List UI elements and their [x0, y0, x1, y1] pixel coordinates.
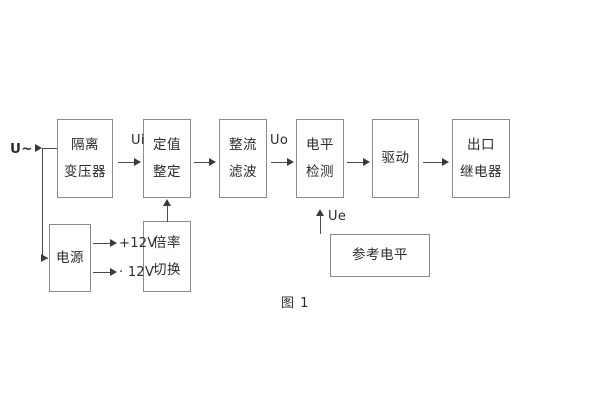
block-line: 电平 — [306, 136, 334, 153]
wire-branch-vertical — [42, 148, 43, 258]
wire-rail-negative — [93, 272, 111, 273]
wire-setting-to-rectify — [194, 162, 210, 163]
block-line: 定值 — [153, 136, 181, 153]
arrowhead-rail-positive — [110, 238, 117, 247]
block-drive: 驱动 — [372, 119, 419, 198]
arrowhead-rectify-to-level — [287, 157, 294, 166]
block-line: 滤波 — [229, 164, 257, 180]
arrowhead-multiplier-to-setting — [162, 199, 171, 206]
wire-rectify-to-level — [271, 162, 288, 163]
block-reference-level: 参考电平 — [330, 234, 430, 277]
block-line: 出口 — [467, 136, 495, 153]
block-multiplier-switch: 倍率 切换 — [143, 221, 191, 292]
signal-label-ui: Ui — [131, 133, 145, 148]
signal-label-ue: Ue — [328, 209, 347, 224]
wire-level-to-drive — [347, 162, 364, 163]
wire-drive-to-relay — [423, 162, 443, 163]
block-line: 电源 — [56, 249, 84, 266]
arrowhead-transformer-to-setting — [134, 157, 141, 166]
signal-label-uo: Uo — [270, 133, 289, 148]
block-output-relay: 出口 继电器 — [452, 119, 510, 198]
arrowhead-rail-negative — [110, 267, 117, 276]
block-line: 继电器 — [460, 164, 502, 180]
arrowhead-input-to-transformer — [35, 143, 42, 152]
arrowhead-reference-to-level — [315, 209, 324, 216]
block-line: 切换 — [153, 262, 181, 278]
block-line: 倍率 — [153, 234, 181, 251]
block-line: 整定 — [153, 164, 181, 180]
block-line: 检测 — [306, 164, 334, 180]
signal-label-rail-positive: +12V — [119, 236, 157, 251]
signal-label-input-source: U~ — [10, 141, 33, 157]
wire-multiplier-to-setting — [167, 205, 168, 222]
block-isolation-transformer: 隔离 变压器 — [57, 119, 113, 198]
block-power-supply: 电源 — [49, 224, 91, 292]
block-level-detect: 电平 检测 — [296, 119, 344, 198]
arrowhead-branch-to-power — [41, 253, 48, 262]
block-setting-value: 定值 整定 — [143, 119, 191, 198]
signal-label-rail-negative: · 12V — [119, 265, 155, 280]
block-line: 参考电平 — [352, 247, 408, 264]
block-rectify-filter: 整流 滤波 — [219, 119, 267, 198]
wire-transformer-to-setting — [118, 162, 135, 163]
arrowhead-setting-to-rectify — [209, 157, 216, 166]
figure-caption: 图 1 — [281, 296, 310, 311]
arrowhead-drive-to-relay — [442, 157, 449, 166]
block-line: 变压器 — [64, 164, 106, 180]
wire-reference-to-level — [320, 215, 321, 234]
block-line: 隔离 — [71, 136, 99, 153]
wire-rail-positive — [93, 243, 111, 244]
block-line: 整流 — [229, 136, 257, 153]
arrowhead-level-to-drive — [363, 157, 370, 166]
block-line: 驱动 — [381, 150, 410, 167]
